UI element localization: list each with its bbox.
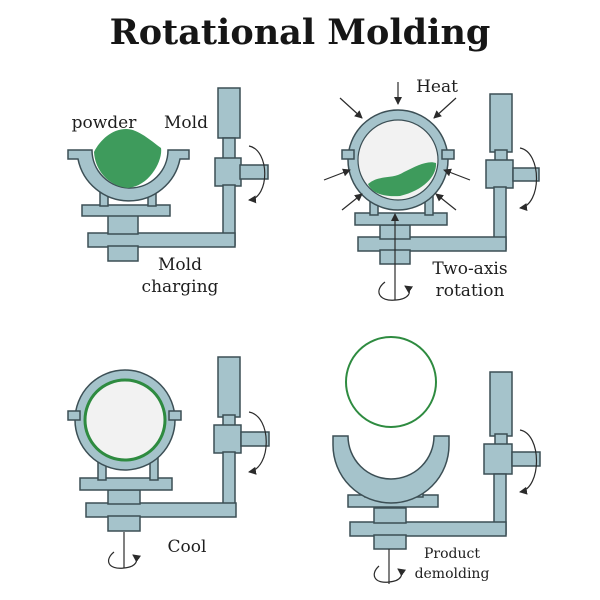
panel-cooling: Cool [67,356,270,569]
label-mold: Mold [164,113,208,133]
open-mold [332,435,450,504]
label-mold-charging-line2: charging [142,277,219,297]
closed-mold [67,369,182,471]
rotation-arrow [107,551,142,569]
rotation-arrow [519,147,538,211]
label-product-demolding-line2: demolding [415,566,490,582]
label-cool: Cool [168,537,207,557]
panel-mold-charging: powder Mold Mold charging [67,87,269,297]
rotation-arrow [378,281,414,301]
page-title: Rotational Molding [110,12,491,53]
rotation-arrow [373,565,407,583]
rotation-arrow [519,429,538,495]
heat-arrows [323,82,471,211]
rotation-arrow [248,411,267,475]
powder-fill [94,129,162,188]
panel-demolding: Product demolding [332,336,541,584]
label-two-axis-line2: rotation [436,281,505,301]
label-powder: powder [72,113,138,133]
melting-powder [368,162,437,197]
label-two-axis-line1: Two-axis [432,259,507,279]
machine-frame [81,87,269,262]
label-product-demolding-line1: Product [424,546,480,562]
molded-product [345,336,437,428]
machine-frame [79,356,270,532]
open-mold [67,149,190,202]
label-heat: Heat [416,77,458,97]
label-mold-charging-line1: Mold [158,255,202,275]
rotation-arrow [248,145,266,204]
panel-heating-rotation: Heat Two-axis rotation [323,77,540,301]
